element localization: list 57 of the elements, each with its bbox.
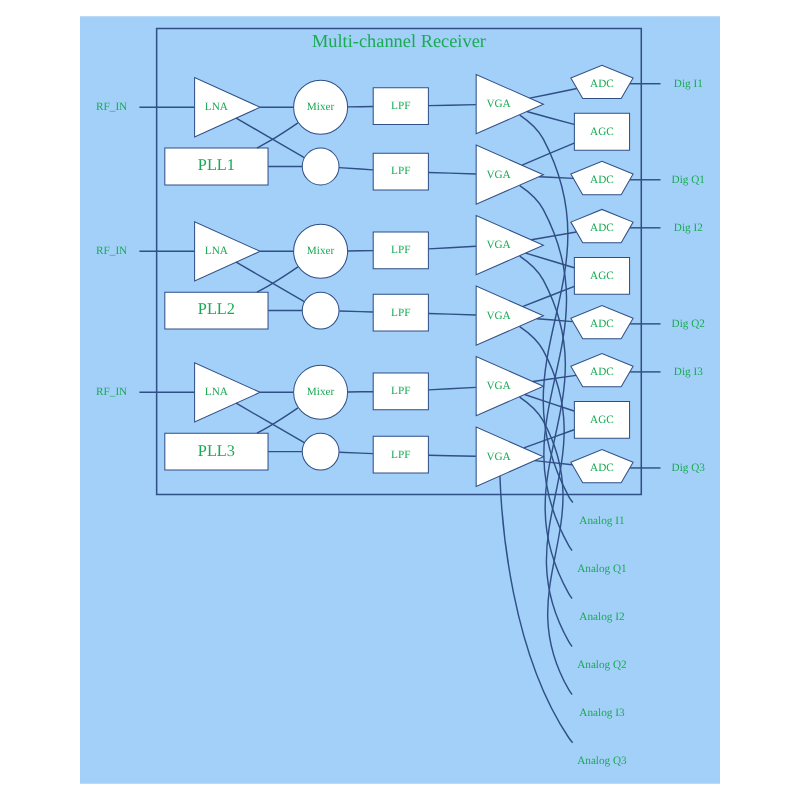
connector	[532, 374, 577, 383]
connector	[526, 110, 575, 126]
connector	[499, 475, 574, 744]
connector	[519, 184, 573, 552]
connector	[523, 393, 575, 412]
connector	[427, 103, 477, 107]
connector	[536, 317, 574, 323]
node-box: PLL1	[164, 147, 269, 186]
connector	[256, 407, 299, 434]
connector	[427, 454, 477, 457]
connector	[629, 179, 662, 181]
connector	[518, 396, 573, 696]
node-box: PLL3	[164, 432, 269, 471]
connector	[427, 245, 477, 250]
connector	[538, 175, 575, 180]
connector	[522, 285, 576, 308]
connector	[338, 166, 374, 171]
connector	[338, 451, 374, 455]
connector	[629, 83, 662, 85]
node-box: PLL2	[164, 291, 269, 330]
connector	[338, 310, 374, 313]
connector	[138, 250, 196, 253]
connector	[529, 87, 578, 99]
connector	[346, 390, 374, 393]
connector	[427, 171, 477, 175]
connector	[427, 312, 477, 316]
node-circle	[301, 432, 340, 471]
connector	[267, 309, 303, 312]
connector	[534, 459, 573, 466]
connector	[267, 450, 303, 453]
connector	[530, 231, 578, 241]
connector	[346, 105, 374, 108]
connector	[518, 325, 573, 648]
connector	[629, 467, 662, 469]
connector	[519, 255, 573, 600]
connector	[629, 227, 662, 229]
connector	[256, 266, 299, 293]
connector	[523, 429, 575, 449]
connector	[235, 117, 306, 159]
connector	[138, 391, 196, 394]
node-circle	[301, 291, 340, 330]
connector	[524, 252, 575, 269]
connector	[346, 249, 374, 252]
node-circle	[301, 147, 340, 186]
connector	[267, 165, 303, 168]
connector	[259, 391, 295, 394]
connector	[259, 250, 295, 253]
connector	[235, 261, 306, 303]
connector	[629, 371, 662, 373]
connector	[235, 402, 306, 444]
connector	[519, 114, 574, 504]
connector	[629, 323, 662, 325]
connector	[427, 386, 477, 391]
connector	[521, 142, 575, 166]
connector	[259, 106, 295, 108]
connector	[256, 122, 299, 149]
connector	[138, 106, 196, 108]
